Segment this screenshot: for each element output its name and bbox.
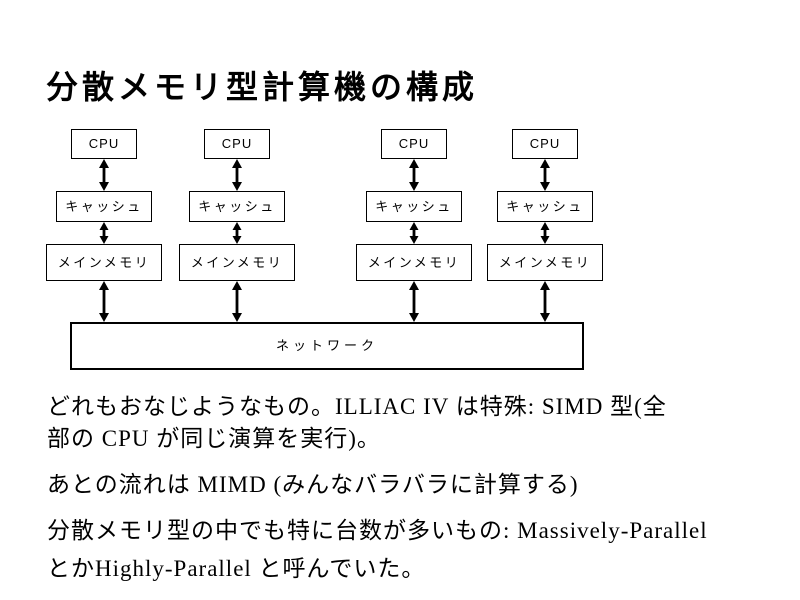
processor-column-4: CPU キャッシュ メインメモリ [485,129,605,322]
cache-box: キャッシュ [497,191,593,222]
double-arrow-icon [231,222,243,244]
cpu-box: CPU [71,129,137,159]
network-box: ネットワーク [70,322,584,370]
cpu-box: CPU [204,129,270,159]
double-arrow-icon [539,159,551,191]
double-arrow-icon [408,222,420,244]
double-arrow-icon [98,159,110,191]
double-arrow-icon [408,281,420,322]
cpu-box: CPU [381,129,447,159]
note-paragraph-3-line-2: とかHighly-Parallel と呼んでいた。 [47,556,426,581]
note-paragraph-1-line-1: どれもおなじようなもの。ILLIAC IV は特殊: SIMD 型(全 [47,394,667,419]
main-memory-box: メインメモリ [179,244,295,281]
main-memory-box: メインメモリ [46,244,162,281]
cache-box: キャッシュ [189,191,285,222]
double-arrow-icon [539,222,551,244]
double-arrow-icon [408,159,420,191]
double-arrow-icon [539,281,551,322]
double-arrow-icon [98,222,110,244]
main-memory-box: メインメモリ [356,244,472,281]
note-paragraph-1-line-2: 部の CPU が同じ演算を実行)。 [47,426,381,451]
cache-box: キャッシュ [56,191,152,222]
double-arrow-icon [231,281,243,322]
main-memory-box: メインメモリ [487,244,603,281]
processor-column-1: CPU キャッシュ メインメモリ [44,129,164,322]
double-arrow-icon [231,159,243,191]
cache-box: キャッシュ [366,191,462,222]
note-paragraph-2-line-1: あとの流れは MIMD (みんなバラバラに計算する) [47,472,579,497]
processor-column-3: CPU キャッシュ メインメモリ [354,129,474,322]
cpu-box: CPU [512,129,578,159]
page-title: 分散メモリ型計算機の構成 [46,69,479,105]
double-arrow-icon [98,281,110,322]
processor-column-2: CPU キャッシュ メインメモリ [177,129,297,322]
note-paragraph-3-line-1: 分散メモリ型の中でも特に台数が多いもの: Massively-Parallel [47,518,708,543]
